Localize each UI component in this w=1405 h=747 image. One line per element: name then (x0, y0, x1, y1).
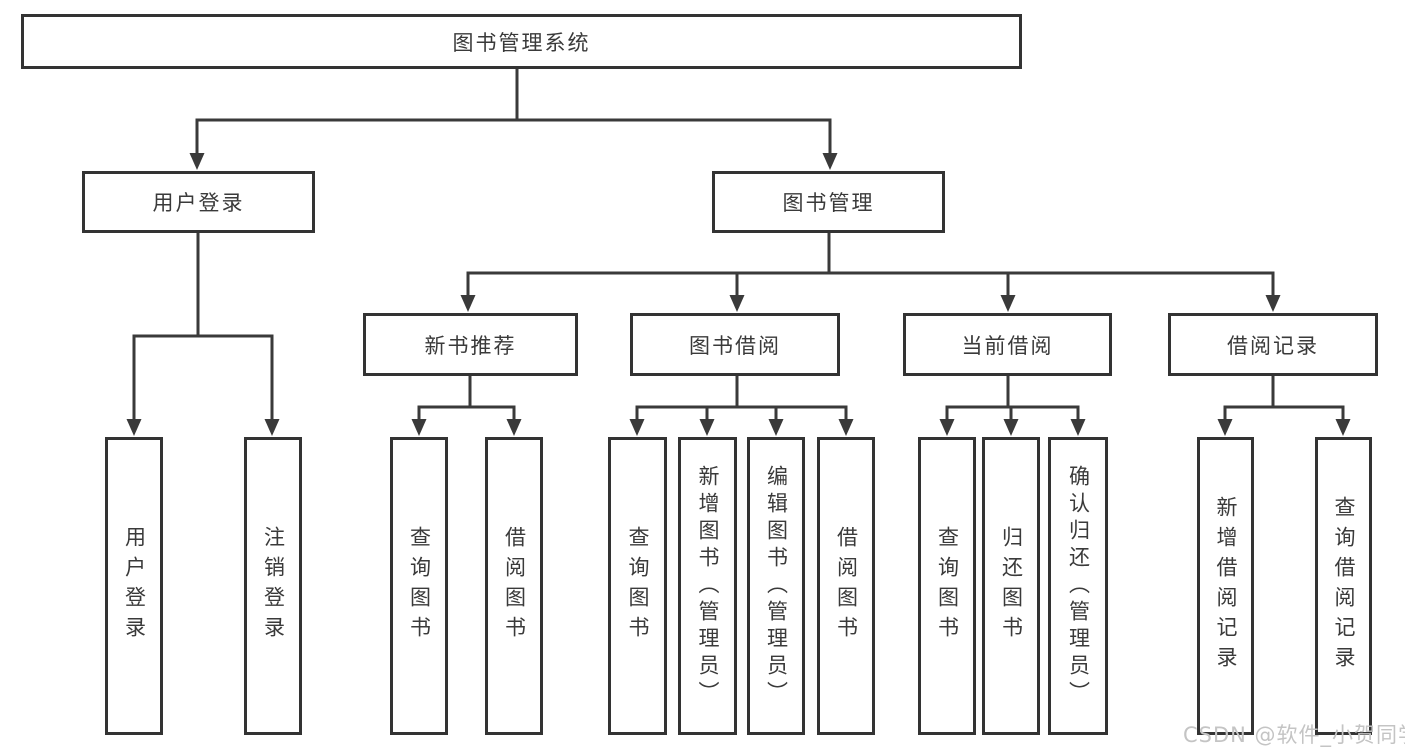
connector-new-book-recommend-children (411, 376, 522, 436)
connector-book-borrow-children (629, 376, 854, 436)
node-label: 借阅图书 (502, 526, 527, 646)
connector-root-to-level2 (189, 69, 838, 170)
csdn-watermark: CSDN @软件_小贺同学 (1183, 723, 1405, 747)
node-root-library-system: 图书管理系统 (21, 14, 1022, 69)
node-label: 图书管理系统 (452, 30, 591, 55)
node-confirm-return-admin: 确认归还（管理员） (1048, 437, 1108, 735)
node-query-books-recommend: 查询图书 (390, 437, 448, 735)
node-add-book-admin: 新增图书（管理员） (678, 437, 737, 735)
node-borrow-books-recommend: 借阅图书 (485, 437, 543, 735)
node-label: 查询图书 (935, 526, 960, 646)
node-label: 图书管理 (782, 191, 875, 215)
node-query-borrow-record: 查询借阅记录 (1315, 437, 1372, 735)
node-label: 编辑图书（管理员） (764, 464, 789, 708)
node-label: 当前借阅 (961, 333, 1054, 358)
node-label: 归还图书 (999, 526, 1024, 646)
node-query-books-current: 查询图书 (918, 437, 976, 735)
node-label: 确认归还（管理员） (1066, 464, 1091, 708)
node-label: 用户登录 (152, 191, 245, 215)
node-add-borrow-record: 新增借阅记录 (1197, 437, 1254, 735)
node-label: 图书借阅 (689, 333, 781, 358)
node-book-management: 图书管理 (712, 171, 945, 233)
node-new-book-recommend: 新书推荐 (363, 313, 578, 376)
node-label: 查询图书 (626, 526, 650, 646)
node-label: 借阅图书 (834, 526, 859, 646)
node-borrow-records: 借阅记录 (1168, 313, 1378, 376)
connector-book-management-children (460, 233, 1281, 312)
connector-user-login-children (126, 233, 280, 436)
node-return-book: 归还图书 (982, 437, 1040, 735)
node-label: 用户登录 (122, 526, 147, 646)
node-label: 注销登录 (261, 526, 286, 646)
node-edit-book-admin: 编辑图书（管理员） (747, 437, 805, 735)
node-borrow-books-action: 借阅图书 (817, 437, 875, 735)
connector-current-borrow-children (939, 376, 1086, 436)
connector-borrow-records-children (1217, 376, 1351, 436)
node-user-login-action: 用户登录 (105, 437, 163, 735)
node-user-login: 用户登录 (82, 171, 315, 233)
node-label: 新增借阅记录 (1214, 496, 1238, 676)
node-label: 新书推荐 (424, 333, 517, 358)
node-label: 查询图书 (407, 526, 432, 646)
node-current-borrow: 当前借阅 (903, 313, 1112, 376)
node-label: 查询借阅记录 (1332, 496, 1356, 676)
node-label: 新增图书（管理员） (696, 464, 720, 708)
node-logout-action: 注销登录 (244, 437, 302, 735)
node-book-borrow: 图书借阅 (630, 313, 840, 376)
node-query-books-borrow: 查询图书 (608, 437, 667, 735)
node-label: 借阅记录 (1227, 333, 1319, 358)
